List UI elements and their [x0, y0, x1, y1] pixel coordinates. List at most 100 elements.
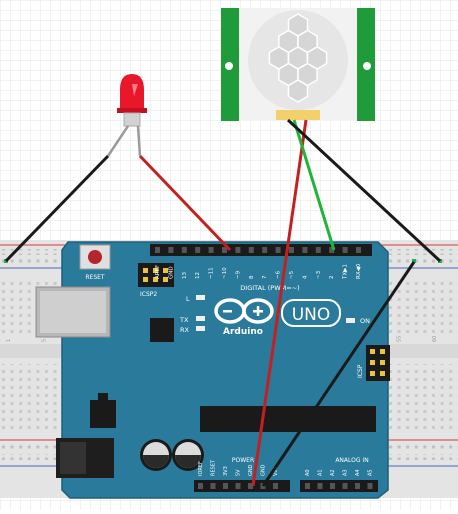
- header-pin: [289, 247, 294, 253]
- header-pin: [302, 247, 308, 253]
- row-number: 55: [397, 336, 403, 342]
- analog-pin: [305, 483, 310, 489]
- analog-pin-label: A3: [343, 469, 349, 476]
- pir-mount-hole-left: [225, 62, 233, 70]
- reset-label: RESET: [85, 274, 105, 281]
- digital-pin-label: 7: [262, 275, 268, 279]
- icsp2-label: ICSP2: [140, 291, 157, 298]
- power-pin: [248, 483, 253, 489]
- row-number: 1: [6, 339, 12, 342]
- led-body: [120, 74, 144, 110]
- infinity-logo-icon: [214, 298, 274, 324]
- digital-pin-label: RX◀0: [356, 263, 362, 279]
- header-pin: [181, 247, 187, 253]
- pir-pin-header: [276, 110, 320, 120]
- usb-chip: [150, 318, 174, 342]
- digital-pin-label: ~9: [235, 270, 241, 279]
- voltage-regulator: [90, 393, 116, 428]
- analog-pin-label: A5: [368, 469, 374, 476]
- led-tx-label: TX: [179, 316, 189, 324]
- header-pin: [195, 247, 201, 253]
- usb-port-inner: [40, 291, 106, 333]
- icsp2-header: [138, 263, 174, 287]
- power-pin: [223, 483, 228, 489]
- led-l: [196, 295, 205, 300]
- icsp-header: [366, 345, 390, 381]
- led-cathode-leg: [106, 125, 130, 157]
- led-base: [123, 112, 141, 127]
- digital-pin-label: 12: [195, 272, 201, 279]
- analog-pin: [330, 483, 335, 489]
- power-pin: [210, 483, 216, 489]
- digital-label: DIGITAL (PWM=~): [240, 284, 299, 292]
- pir-mount-hole-right: [363, 62, 371, 70]
- capacitor-left: [140, 439, 172, 471]
- header-pin: [356, 247, 361, 253]
- pir-sensor: [221, 8, 375, 121]
- led-rx: [196, 326, 205, 331]
- header-pin: [222, 247, 227, 253]
- analog-header: [300, 480, 378, 492]
- led-on: [346, 318, 355, 323]
- power-pin-label: IOREF: [198, 461, 204, 476]
- wire-pir-gnd: [286, 118, 442, 263]
- row-number: 5: [42, 339, 48, 342]
- power-label: POWER: [232, 457, 254, 464]
- digital-pin-label: ~6: [276, 270, 282, 279]
- digital-pin-label: AREF: [155, 265, 161, 279]
- header-pin: [262, 247, 268, 253]
- digital-pin-label: 4: [302, 275, 308, 279]
- digital-pin-label: ~5: [289, 270, 295, 279]
- header-pin: [275, 247, 281, 253]
- wire-led-pin: [138, 154, 232, 252]
- digital-pin-label: 8: [249, 275, 255, 279]
- reset-button-cap[interactable]: [88, 250, 102, 264]
- led-rim: [117, 108, 147, 113]
- analog-pin: [317, 483, 323, 489]
- uno-model: UNO: [292, 305, 331, 325]
- analog-pin-label: A4: [355, 469, 361, 476]
- header-pin: [315, 247, 321, 253]
- header-pin: [208, 247, 214, 253]
- onboard-leds: L TX RX ON: [179, 295, 370, 334]
- power-pin-label: RESET: [211, 459, 217, 476]
- power-pin: [273, 483, 278, 489]
- led-highlight: [132, 84, 138, 96]
- power-pin: [235, 483, 241, 489]
- header-pin: [235, 247, 241, 253]
- wire-led-gnd: [4, 154, 110, 263]
- wire-pir-vcc: [251, 119, 308, 487]
- red-led: [117, 74, 147, 127]
- icsp-label: ICSP: [357, 364, 364, 378]
- analog-pin: [367, 483, 373, 489]
- analog-pin: [355, 483, 360, 489]
- digital-pin-label: ~11: [209, 267, 215, 279]
- led-anode-leg: [136, 125, 142, 157]
- wire-arduino-gnd: [261, 261, 416, 487]
- fresnel-lens-icon: [268, 13, 328, 103]
- header-pin: [342, 247, 348, 253]
- power-pin-label: GND: [248, 464, 254, 476]
- power-pin: [198, 483, 203, 489]
- power-pin-label: GND: [261, 464, 267, 476]
- bottom-header-pins: [198, 483, 373, 489]
- power-pin-label: 3V3: [223, 466, 229, 476]
- analog-pin: [342, 483, 348, 489]
- digital-pin-label: GND: [168, 266, 174, 279]
- analog-pin-label: A1: [318, 469, 324, 476]
- capacitor-right: [172, 439, 204, 471]
- led-on-label: ON: [360, 317, 370, 325]
- header-pin: [248, 247, 254, 253]
- power-jack-inner: [60, 442, 86, 474]
- lens-cell: [287, 79, 309, 103]
- led-tx: [196, 316, 205, 321]
- led-rx-label: RX: [180, 326, 190, 334]
- uno-badge: [281, 299, 341, 327]
- header-pin: [155, 247, 160, 253]
- analog-pin-label: A2: [330, 469, 336, 476]
